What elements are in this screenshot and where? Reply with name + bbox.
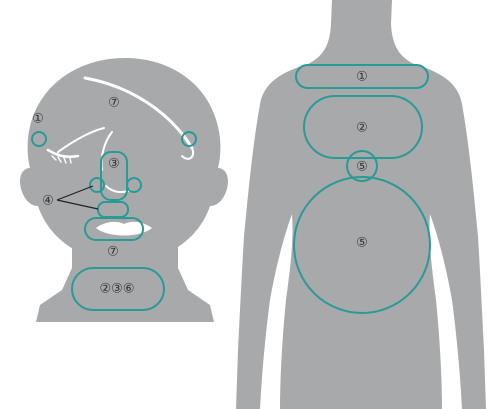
label-neck: ②③⑥ [100,282,135,297]
body-figure: ① ② ⑤ ⑤ [236,0,486,409]
label-collarbone: ① [356,70,368,85]
label-nose: ③ [108,157,120,172]
label-abdomen: ⑤ [356,236,368,251]
label-navel: ⑤ [356,160,368,175]
label-chest: ② [356,121,368,136]
label-pointer: ④ [42,194,54,209]
label-chin: ⑦ [107,245,119,260]
label-cheek-left: ① [32,112,44,127]
label-forehead: ⑦ [108,96,120,111]
body-silhouette [236,0,486,409]
head-figure: ① ⑦ ③ ④ ⑦ ②③⑥ [20,58,228,322]
